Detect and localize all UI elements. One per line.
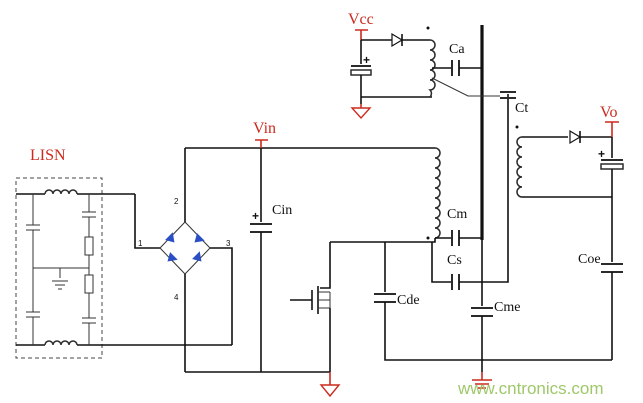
lisn-label: LISN bbox=[30, 147, 66, 164]
vcc-label: Vcc bbox=[348, 11, 374, 28]
watermark: www.cntronics.com bbox=[457, 379, 603, 398]
coe-label: Coe bbox=[578, 252, 601, 267]
cm-capacitor: Cm bbox=[435, 207, 482, 246]
cme-capacitor: Cme bbox=[471, 240, 520, 389]
ct-capacitor: Ct bbox=[500, 91, 528, 116]
bridge-pin-3: 3 bbox=[226, 239, 231, 248]
secondary-winding: Vo + Coe bbox=[515, 104, 624, 360]
cs-capacitor: Cs bbox=[431, 94, 509, 290]
cde-capacitor: Cde bbox=[374, 242, 612, 361]
ca-capacitor: Ca bbox=[431, 42, 500, 97]
ct-label: Ct bbox=[515, 101, 528, 116]
vo-label: Vo bbox=[600, 104, 618, 121]
bridge-pin-4: 4 bbox=[174, 293, 179, 302]
cde-label: Cde bbox=[397, 293, 420, 308]
bridge-pin-1: 1 bbox=[138, 239, 143, 248]
cm-label: Cm bbox=[447, 207, 467, 222]
primary-winding bbox=[330, 147, 441, 243]
cin-polarity: + bbox=[252, 209, 259, 223]
vcc-cap-polarity: + bbox=[363, 53, 370, 67]
vin-rail: Vin + Cin bbox=[185, 120, 435, 372]
primary-ground bbox=[185, 371, 341, 398]
vin-label: Vin bbox=[253, 120, 276, 137]
vo-cap-polarity: + bbox=[598, 147, 605, 161]
lisn-block: LISN bbox=[15, 147, 232, 359]
cs-label: Cs bbox=[447, 253, 462, 268]
cme-label: Cme bbox=[494, 300, 520, 315]
cin-label: Cin bbox=[272, 203, 292, 218]
bridge-pin-2: 2 bbox=[174, 197, 179, 206]
mosfet bbox=[290, 242, 331, 372]
ca-label: Ca bbox=[449, 42, 465, 57]
aux-winding: Vcc + bbox=[348, 11, 436, 120]
bridge-rectifier: 1 2 3 4 bbox=[134, 148, 233, 372]
